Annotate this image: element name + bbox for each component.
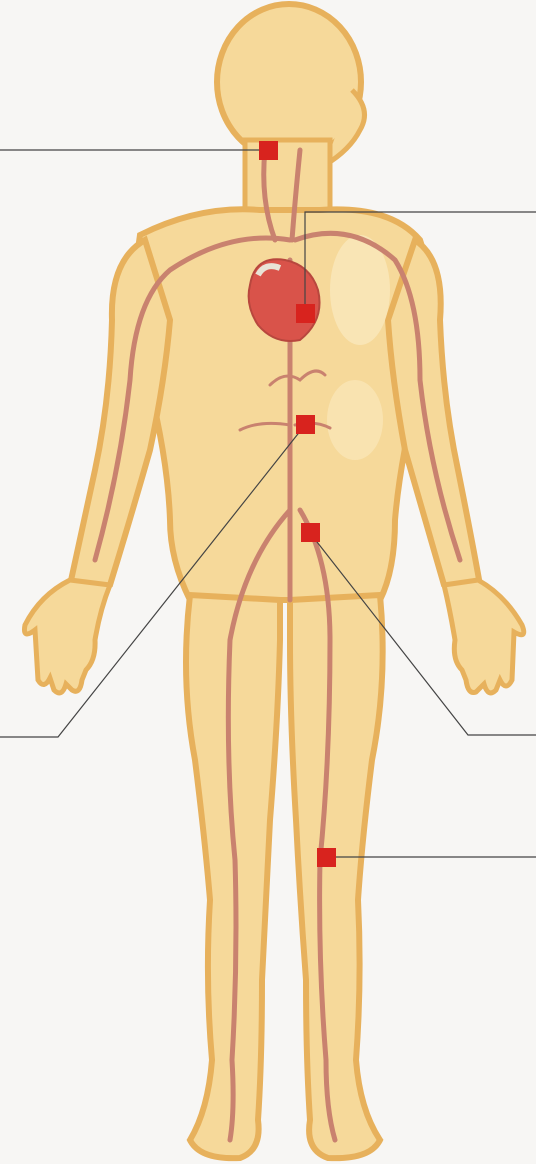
left-hand <box>24 580 110 693</box>
marker-neck <box>259 141 278 160</box>
marker-knee <box>317 848 336 867</box>
body-silhouette <box>24 4 523 1158</box>
neck <box>245 140 330 215</box>
left-arm <box>70 240 170 593</box>
marker-heart <box>296 304 315 323</box>
right-hand <box>444 580 524 693</box>
abdomen-highlight <box>327 380 383 460</box>
right-arm <box>388 240 480 593</box>
right-leg <box>290 595 383 1158</box>
marker-pelvis <box>301 523 320 542</box>
marker-abdomen <box>296 415 315 434</box>
